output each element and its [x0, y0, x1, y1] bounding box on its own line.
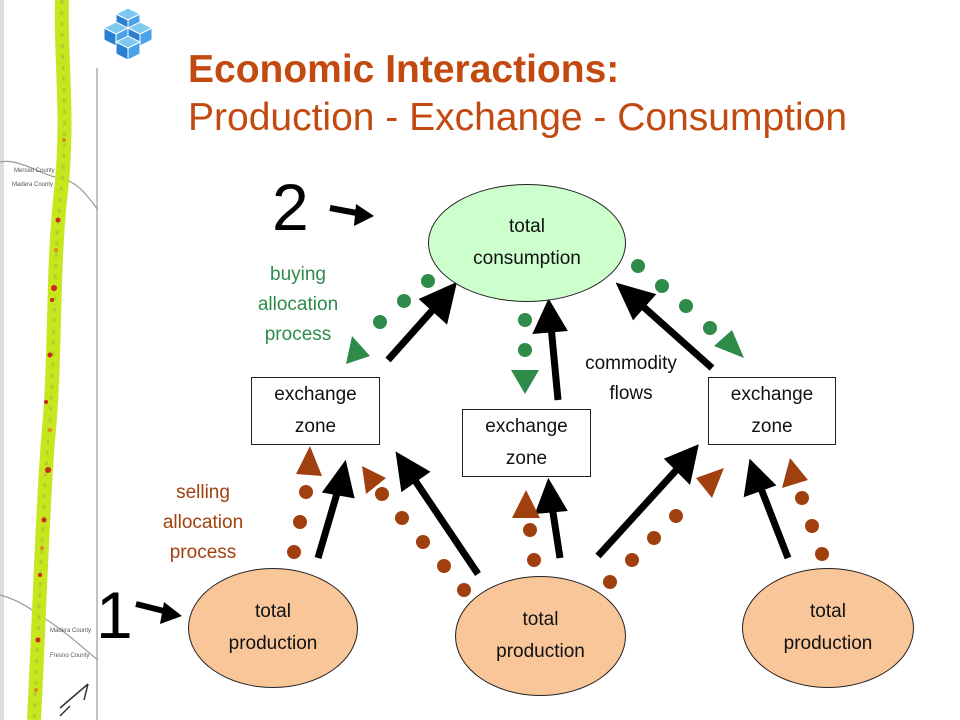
- total-production-node-right: total production: [742, 568, 914, 688]
- node-label-line: total: [810, 601, 846, 622]
- exchange-zone-left: exchange zone: [251, 377, 380, 445]
- buying-dot: [373, 315, 387, 329]
- selling-arrowhead-1: [296, 446, 322, 476]
- title-line-2: Production - Exchange - Consumption: [188, 96, 848, 139]
- node-label-line: total: [509, 216, 545, 237]
- commodity-arrow-pm-to-exr-head: [663, 444, 699, 486]
- svg-text:Madera County: Madera County: [12, 182, 53, 188]
- selling-dot: [647, 531, 661, 545]
- node-label-line: production: [783, 633, 873, 654]
- commodity-arrow-pm-to-exm: [548, 505, 564, 559]
- commodity-arrow-pm-to-exm-head: [534, 477, 568, 514]
- selling-dot: [805, 519, 819, 533]
- node-label-line: zone: [294, 416, 337, 437]
- total-consumption-node: total consumption: [428, 184, 626, 302]
- marker-number-2: 2: [272, 170, 309, 244]
- label-line: selling: [176, 482, 230, 503]
- node-label-line: exchange: [274, 384, 357, 405]
- selling-arrowhead-3: [512, 490, 540, 518]
- label-line: flows: [609, 383, 653, 404]
- commodity-arrow-pm-to-exl-head: [395, 451, 431, 493]
- selling-dot: [293, 515, 307, 529]
- commodity-arrow-pl-to-exl-head: [321, 459, 355, 499]
- buying-dot: [421, 274, 435, 288]
- node-label-line: exchange: [485, 416, 568, 437]
- commodity-arrow-pm-to-exr: [595, 463, 683, 559]
- selling-dot: [457, 583, 471, 597]
- node-label-line: exchange: [730, 384, 814, 405]
- buying-dot: [679, 299, 693, 313]
- selling-allocation-label: selling allocation process: [143, 478, 263, 568]
- buying-dot: [518, 343, 532, 357]
- commodity-flows-label: commodity flows: [566, 349, 696, 409]
- selling-dot: [287, 545, 301, 559]
- commodity-arrow-exl-to-cons-head: [418, 281, 458, 325]
- marker-number-1: 1: [96, 578, 133, 652]
- marker-arrow-2-head: [354, 204, 374, 226]
- node-label-line: consumption: [473, 248, 581, 269]
- selling-dot: [603, 575, 617, 589]
- buying-dot: [518, 313, 532, 327]
- commodity-arrow-pm-to-exl: [409, 474, 481, 576]
- node-label-line: zone: [505, 448, 548, 469]
- node-label-line: total: [522, 609, 559, 630]
- buying-dot: [655, 279, 669, 293]
- commodity-arrow-pl-to-exl: [314, 489, 342, 559]
- selling-dot: [815, 547, 829, 561]
- selling-dot: [437, 559, 451, 573]
- buying-allocation-label: buying allocation process: [238, 260, 358, 350]
- selling-dot: [527, 553, 541, 567]
- blue-cubes-logo-icon: [102, 7, 154, 61]
- commodity-arrow-exr-to-cons-head: [615, 282, 657, 321]
- selling-dot: [395, 511, 409, 525]
- selling-arrowhead-4: [696, 468, 724, 498]
- marker-arrow-1-head: [160, 602, 182, 624]
- buying-dot: [703, 321, 717, 335]
- commodity-arrow-pr-to-exr-head: [743, 458, 777, 498]
- selling-arrowhead-5: [782, 458, 808, 488]
- selling-dot: [523, 523, 537, 537]
- label-line: process: [169, 542, 237, 563]
- svg-text:Merced County: Merced County: [14, 168, 55, 174]
- total-production-node-left: total production: [188, 568, 358, 688]
- selling-arrowhead-2: [362, 466, 386, 494]
- label-line: allocation: [257, 294, 339, 315]
- buying-dot: [631, 259, 645, 273]
- total-production-node-middle: total production: [455, 576, 626, 696]
- selling-dot: [625, 553, 639, 567]
- exchange-zone-right: exchange zone: [708, 377, 836, 445]
- selling-dot: [299, 485, 313, 499]
- commodity-arrow-pr-to-exr: [756, 484, 792, 560]
- buying-dot: [397, 294, 411, 308]
- selling-dot: [416, 535, 430, 549]
- title-line-1: Economic Interactions:: [188, 48, 620, 91]
- selling-dot: [669, 509, 683, 523]
- svg-text:Madera County: Madera County: [50, 628, 91, 634]
- buying-arrowhead-left: [346, 336, 370, 364]
- node-label-line: production: [496, 641, 585, 662]
- commodity-arrow-exr-to-cons: [635, 299, 715, 371]
- exchange-zone-middle: exchange zone: [462, 409, 591, 477]
- label-line: allocation: [162, 512, 244, 533]
- selling-dot: [795, 491, 809, 505]
- node-label-line: zone: [751, 416, 793, 437]
- label-line: process: [264, 324, 332, 345]
- map-strip: Merced County Madera County Madera Count…: [0, 0, 99, 720]
- buying-arrowhead-right: [714, 330, 744, 358]
- commodity-arrow-exm-to-cons-head: [532, 298, 568, 334]
- selling-dot: [375, 487, 389, 501]
- node-label-line: production: [228, 633, 318, 654]
- commodity-arrow-exm-to-cons: [547, 325, 562, 401]
- label-line: buying: [270, 264, 326, 285]
- buying-arrowhead-mid: [511, 370, 539, 394]
- svg-text:Fresno County: Fresno County: [50, 653, 89, 659]
- slide-title: Economic Interactions: Production - Exch…: [188, 46, 847, 142]
- label-line: commodity: [585, 353, 677, 374]
- commodity-arrow-exl-to-cons: [385, 301, 441, 363]
- node-label-line: total: [255, 601, 291, 622]
